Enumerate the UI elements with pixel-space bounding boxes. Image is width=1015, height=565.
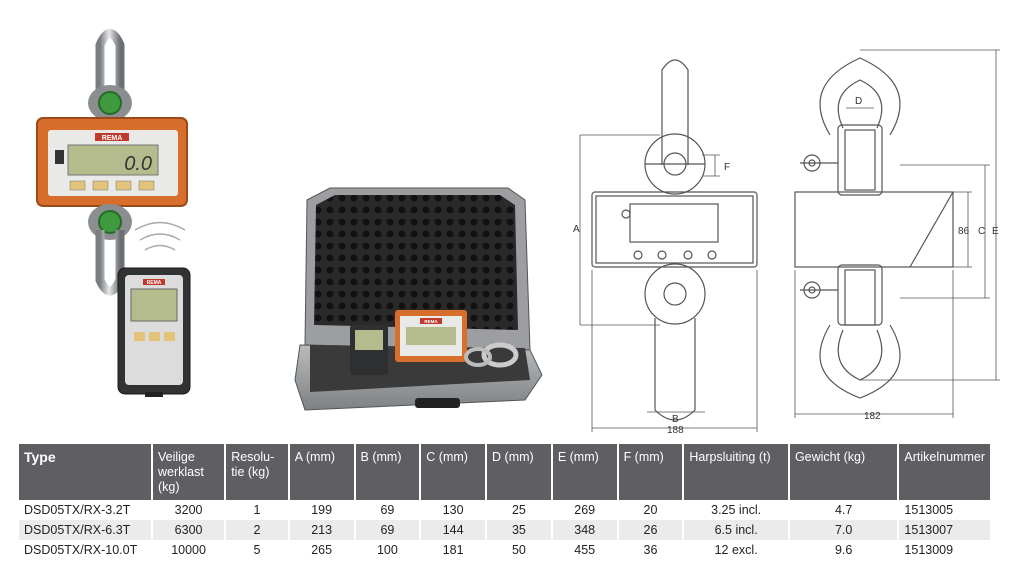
carry-case-photo: REMA — [294, 187, 543, 411]
cell-res: 5 — [253, 543, 261, 557]
cell-weight: 7.0 — [789, 520, 898, 540]
remote-brand-text: REMA — [147, 280, 162, 286]
col-b: B (mm) — [355, 444, 420, 500]
cell-b: 100 — [376, 543, 398, 557]
table-header-row: Type Veilige werklast (kg) Resolu- tie (… — [19, 444, 990, 500]
col-res-line1: Resolu- — [231, 450, 275, 464]
specification-table: Type Veilige werklast (kg) Resolu- tie (… — [17, 444, 992, 560]
cell-f: 36 — [643, 543, 658, 557]
scale-reading-text: 0.0 — [124, 153, 152, 175]
table-row: DSD05TX/RX-6.3T 6300 2 213 69 144 35 348… — [19, 520, 990, 540]
col-c: C (mm) — [421, 444, 486, 500]
cell-d: 50 — [511, 543, 526, 557]
cell-load: 6300 — [152, 520, 225, 540]
label-a: A — [573, 224, 580, 235]
col-res-line2: tie (kg) — [231, 465, 270, 479]
cell-weight: 9.6 — [834, 543, 853, 557]
col-resolution: Resolu- tie (kg) — [226, 444, 288, 500]
side-view-drawing — [794, 49, 1000, 418]
cell-c: 181 — [442, 543, 464, 557]
product-illustrations: REMA 0.0 REMA REMA — [36, 29, 1000, 436]
table-row: DSD05TX/RX-10.0T 10000 5 265 100 181 50 … — [19, 540, 990, 560]
cell-type: DSD05TX/RX-6.3T — [19, 520, 151, 540]
cell-harp: 3.25 incl. — [711, 503, 762, 517]
cell-f: 20 — [643, 503, 658, 517]
cell-type: DSD05TX/RX-10.0T — [24, 543, 138, 557]
cell-weight: 4.7 — [834, 503, 853, 517]
col-d: D (mm) — [487, 444, 551, 500]
cell-load: 3200 — [174, 503, 203, 517]
cell-article: 1513005 — [904, 503, 954, 517]
cell-f: 26 — [618, 520, 683, 540]
col-a: A (mm) — [289, 444, 354, 500]
cell-e: 348 — [552, 520, 617, 540]
label-182: 182 — [864, 411, 881, 422]
front-view-drawing — [579, 59, 758, 432]
cell-d: 35 — [487, 520, 551, 540]
cell-type: DSD05TX/RX-3.2T — [24, 503, 131, 517]
cell-harp: 6.5 incl. — [684, 520, 788, 540]
col-f: F (mm) — [618, 444, 683, 500]
table-row: DSD05TX/RX-3.2T 3200 1 199 69 130 25 269… — [19, 500, 990, 520]
col-article: Artikelnummer — [899, 444, 990, 500]
col-load-line1: Veilige — [157, 450, 195, 464]
cell-d: 25 — [511, 503, 526, 517]
label-86: 86 — [958, 226, 970, 237]
cell-res: 1 — [253, 503, 261, 517]
col-e: E (mm) — [552, 444, 617, 500]
cell-load: 10000 — [171, 543, 206, 557]
cell-article: 1513007 — [899, 520, 990, 540]
front-view-labels: A F B 188 — [573, 162, 730, 436]
col-harp: Harpsluiting (t) — [684, 444, 788, 500]
label-c: C — [978, 226, 985, 237]
label-e: E — [992, 226, 999, 237]
col-weight: Gewicht (kg) — [789, 444, 898, 500]
remote-control-photo: REMA — [117, 267, 191, 397]
side-view-labels: D 86 C E 182 — [855, 96, 999, 422]
cell-a: 213 — [289, 520, 354, 540]
cell-article: 1513009 — [904, 543, 954, 557]
label-b: B — [672, 414, 679, 425]
cell-c: 130 — [442, 503, 464, 517]
cell-c: 144 — [421, 520, 486, 540]
scale-brand-text: REMA — [102, 135, 123, 142]
cell-harp: 12 excl. — [714, 543, 758, 557]
col-load-line3: (kg) — [157, 480, 180, 494]
col-load-line2: werklast — [157, 465, 204, 479]
cell-e: 269 — [574, 503, 596, 517]
cell-a: 265 — [311, 543, 333, 557]
crane-scale-photo: REMA 0.0 — [36, 29, 188, 296]
cell-res: 2 — [226, 520, 288, 540]
cell-a: 199 — [311, 503, 333, 517]
cell-b: 69 — [380, 503, 395, 517]
col-type: Type — [19, 444, 151, 500]
cell-b: 69 — [355, 520, 420, 540]
label-f: F — [724, 162, 730, 173]
col-load: Veilige werklast (kg) — [152, 444, 225, 500]
label-d: D — [855, 96, 862, 107]
cell-e: 455 — [574, 543, 596, 557]
label-188: 188 — [667, 425, 684, 436]
case-brand-text: REMA — [424, 319, 438, 324]
